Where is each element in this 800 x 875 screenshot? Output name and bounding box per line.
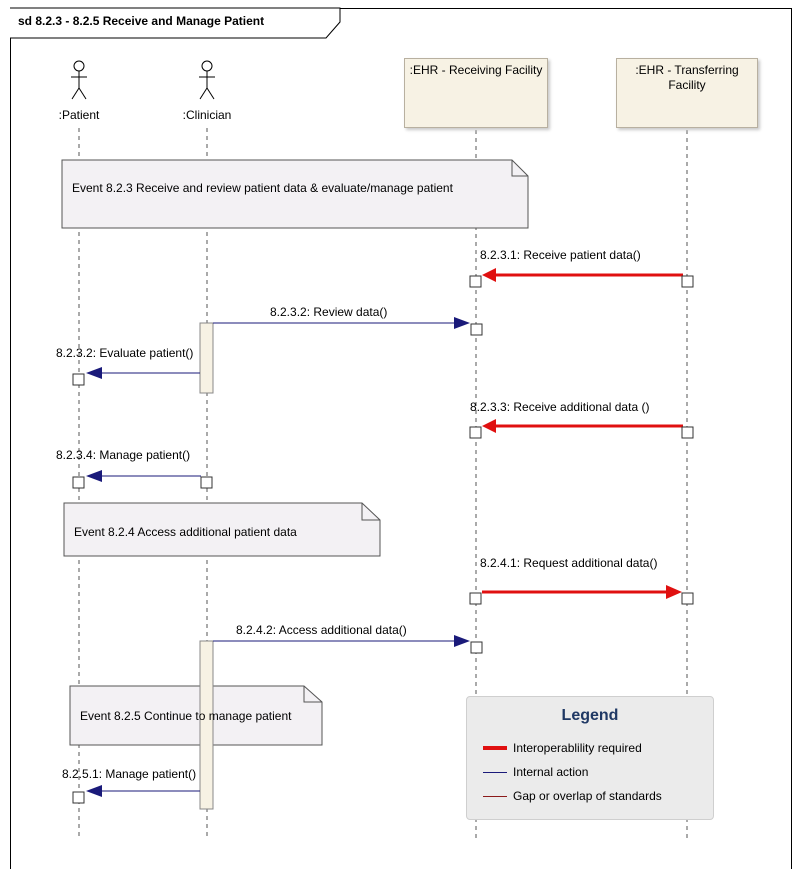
frame-title-tab — [10, 7, 341, 39]
transferring-facility-object: :EHR - Transferring Facility — [616, 58, 758, 128]
legend-darkred-line — [483, 795, 507, 797]
legend-label-interoperability: Interoperablility required — [513, 741, 642, 755]
arrowhead-2 — [454, 317, 470, 329]
message-label-4: 8.2.3.3: Receive additional data () — [470, 400, 650, 414]
legend-red-line — [483, 746, 507, 750]
legend: Legend Interoperablility required Intern… — [466, 696, 714, 820]
note-event-8-2-3: Event 8.2.3 Receive and review patient d… — [72, 181, 453, 195]
patient-actor-icon — [71, 60, 87, 100]
arrowhead-1 — [482, 268, 496, 282]
note-shape-3 — [69, 685, 323, 746]
note-shape-2 — [63, 502, 381, 557]
clinician-actor-icon — [199, 60, 215, 100]
legend-item-internal: Internal action — [483, 765, 588, 779]
clinician-activation-1 — [199, 322, 214, 394]
legend-item-gap: Gap or overlap of standards — [483, 789, 662, 803]
diagram-frame — [10, 8, 792, 869]
legend-title: Legend — [561, 707, 619, 724]
message-label-7: 8.2.4.2: Access additional data() — [236, 623, 407, 637]
message-label-2: 8.2.3.2: Review data() — [270, 305, 388, 319]
legend-item-interoperability: Interoperablility required — [483, 741, 642, 755]
message-label-8: 8.2.5.1: Manage patient() — [62, 767, 197, 781]
patient-label: :Patient — [58, 108, 100, 122]
clinician-activation-2 — [199, 640, 214, 810]
legend-label-internal: Internal action — [513, 765, 589, 779]
note-event-8-2-5: Event 8.2.5 Continue to manage patient — [80, 709, 292, 723]
message-label-3: 8.2.3.2: Evaluate patient() — [56, 346, 194, 360]
frame-title: sd 8.2.3 - 8.2.5 Receive and Manage Pati… — [18, 14, 265, 28]
receiving-facility-object: :EHR - Receiving Facility — [404, 58, 548, 128]
arrowhead-4 — [482, 419, 496, 433]
execution-squares — [72, 275, 694, 804]
message-label-5: 8.2.3.4: Manage patient() — [56, 448, 191, 462]
note-shape-1 — [61, 159, 529, 229]
receiving-facility-label: :EHR - Receiving Facility — [409, 63, 543, 77]
arrowhead-5 — [86, 470, 102, 482]
arrowhead-6 — [666, 585, 682, 599]
arrowhead-3 — [86, 367, 102, 379]
arrowhead-8 — [86, 785, 102, 797]
message-label-1: 8.2.3.1: Receive patient data() — [480, 248, 641, 262]
arrowhead-7 — [454, 635, 470, 647]
legend-blue-line — [483, 771, 507, 773]
legend-label-gap: Gap or overlap of standards — [513, 789, 662, 803]
note-event-8-2-4: Event 8.2.4 Access additional patient da… — [74, 525, 297, 539]
transferring-facility-label: :EHR - Transferring Facility — [635, 63, 739, 92]
clinician-label: :Clinician — [182, 108, 232, 122]
message-label-6: 8.2.4.1: Request additional data() — [480, 556, 658, 570]
